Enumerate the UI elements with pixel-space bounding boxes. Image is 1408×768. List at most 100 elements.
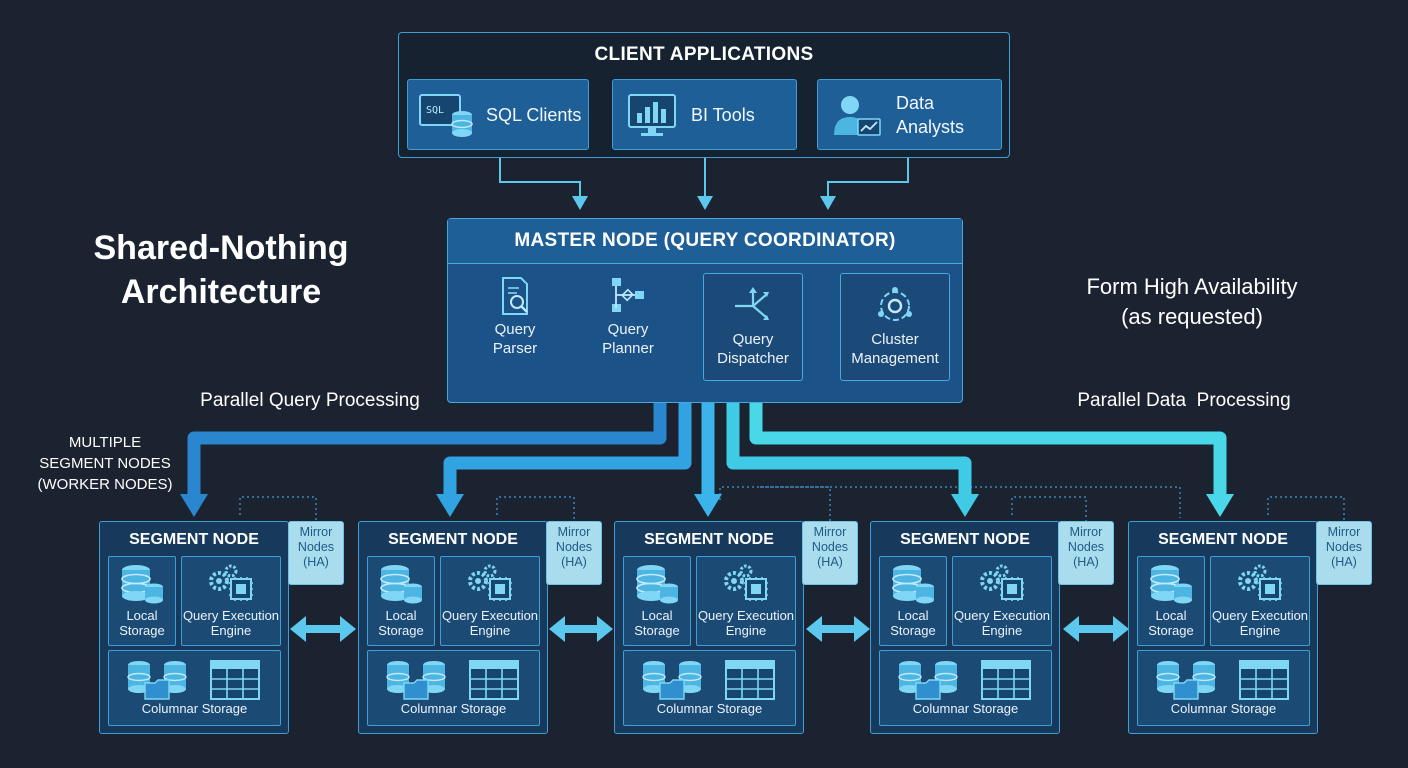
sql-clients-arrow <box>499 158 588 210</box>
flowchart-icon <box>612 278 644 312</box>
database-icon <box>636 565 678 604</box>
query-execution-engine-line1: Query Execution <box>953 608 1051 623</box>
fanout-arrowhead-2 <box>436 494 464 517</box>
mirror-line3: (HA) <box>1331 555 1357 569</box>
mirror-line3: (HA) <box>1073 555 1099 569</box>
segment-node-title: SEGMENT NODE <box>644 531 774 548</box>
interconnect-4 <box>1063 616 1129 642</box>
database-icon <box>892 565 934 604</box>
svg-text:SQL: SQL <box>426 105 444 116</box>
master-to-segment-arrows <box>180 403 1234 517</box>
fanout-arrowhead-3 <box>694 494 722 517</box>
analyst-user-icon <box>834 95 881 136</box>
data-analysts-label: Data Analysts <box>896 91 964 139</box>
query-execution-engine-line2: Engine <box>725 623 767 638</box>
gear-chip-icon <box>209 564 253 601</box>
gear-chip-icon <box>1238 564 1282 601</box>
bar-chart-monitor-icon <box>628 93 676 136</box>
columnar-storage-cell[interactable]: Columnar Storage <box>108 650 281 726</box>
segment-node-title: SEGMENT NODE <box>900 531 1030 548</box>
mirror-line3: (HA) <box>817 555 843 569</box>
cluster-management-line2: Management <box>851 350 939 367</box>
query-dispatcher-step[interactable]: Query Dispatcher <box>703 273 803 381</box>
query-parser-step[interactable]: Query Parser <box>480 276 550 358</box>
data-analysts-label-line2: Analysts <box>896 116 965 137</box>
fanout-arrowhead-4 <box>951 494 979 517</box>
columnar-storage-cell[interactable]: Columnar Storage <box>367 650 540 726</box>
mirror-links <box>239 486 1345 521</box>
local-storage-line1: Local <box>1155 608 1187 623</box>
query-planner-line1: Query <box>607 321 649 338</box>
interconnect-2 <box>549 616 613 642</box>
segment-interconnects <box>290 616 1129 642</box>
multiple-line2: SEGMENT NODES <box>39 455 171 472</box>
query-execution-engine-line1: Query Execution <box>441 608 539 623</box>
query-parser-line2: Parser <box>492 340 538 357</box>
interconnect-3 <box>806 616 870 642</box>
query-planner-line2: Planner <box>602 340 654 357</box>
bi-tools-card[interactable]: BI Tools <box>612 79 797 150</box>
mirror-line2: Nodes <box>297 540 335 554</box>
architecture-title-line2: Architecture <box>120 273 322 311</box>
sql-clients-card[interactable]: SQL SQL Clients <box>407 79 589 150</box>
query-execution-engine-line2: Engine <box>1239 623 1281 638</box>
query-dispatcher-line1: Query <box>732 331 774 348</box>
master-node-title: MASTER NODE (QUERY COORDINATOR) <box>514 230 896 251</box>
mirror-line2: Nodes <box>1067 540 1105 554</box>
data-analysts-card[interactable]: Data Analysts <box>817 79 1002 150</box>
master-node-title-bar: MASTER NODE (QUERY COORDINATOR) <box>448 219 962 264</box>
segment-node-title: SEGMENT NODE <box>129 531 259 548</box>
cluster-cog-icon <box>878 287 912 321</box>
fanout-arrow-4 <box>726 403 972 496</box>
bi-tools-label: BI Tools <box>691 104 755 125</box>
columnar-storage-cell[interactable]: Columnar Storage <box>1137 650 1310 726</box>
query-dispatcher-line2: Dispatcher <box>717 350 789 367</box>
columnar-storage-label: Columnar Storage <box>1170 701 1277 716</box>
mirror-line2: Nodes <box>555 540 593 554</box>
mirror-line1: Mirror <box>813 525 847 539</box>
mirror-link-5 <box>1267 496 1345 521</box>
mirror-link-4 <box>1011 496 1087 521</box>
multiple-segment-nodes-label: MULTIPLE SEGMENT NODES (WORKER NODES) <box>22 432 188 495</box>
local-storage-line2: Storage <box>1148 623 1194 638</box>
interconnect-1 <box>290 616 356 642</box>
architecture-title: Shared-Nothing Architecture <box>78 226 364 314</box>
local-storage-line1: Local <box>641 608 673 623</box>
columnar-storage-cell[interactable]: Columnar Storage <box>879 650 1052 726</box>
mirror-line2: Nodes <box>1325 540 1363 554</box>
high-availability-line2: (as requested) <box>1121 304 1263 329</box>
columnar-storage-cell[interactable]: Columnar Storage <box>623 650 796 726</box>
cluster-management-step[interactable]: Cluster Management <box>840 273 950 381</box>
mirror-line1: Mirror <box>557 525 591 539</box>
query-execution-engine-line1: Query Execution <box>697 608 795 623</box>
query-planner-step[interactable]: Query Planner <box>590 276 666 358</box>
segment-node-title: SEGMENT NODE <box>1158 531 1288 548</box>
fanout-arrowhead-1 <box>180 494 208 517</box>
columnar-storage-label: Columnar Storage <box>656 701 763 716</box>
query-execution-engine-line2: Engine <box>981 623 1023 638</box>
mirror-link-overlap <box>760 486 1181 518</box>
local-storage-line2: Storage <box>378 623 424 638</box>
client-to-master-arrows <box>499 158 909 210</box>
segment-node-title: SEGMENT NODE <box>388 531 518 548</box>
